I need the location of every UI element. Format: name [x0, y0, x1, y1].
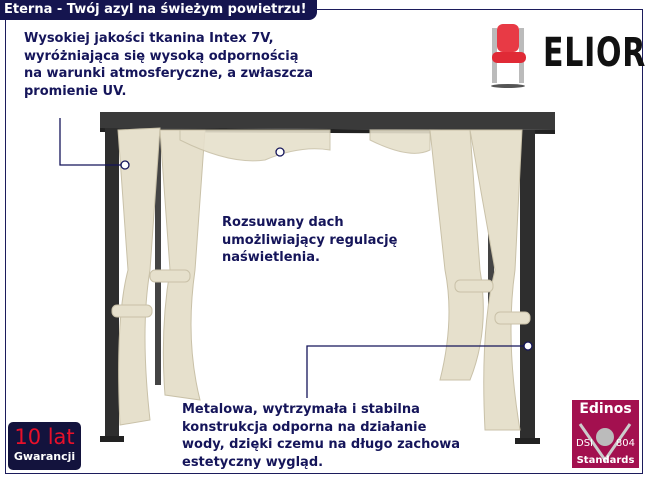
- frame: [5, 9, 643, 474]
- annotation-fabric: Wysokiej jakości tkanina Intex 7V, wyróż…: [24, 31, 314, 99]
- page-title: Eterna - Twój azyl na świeżym powietrzu!: [0, 0, 317, 20]
- certificate-v-icon: [578, 423, 632, 463]
- pergola-frame: [100, 112, 555, 444]
- brand-logo: ELIOR: [543, 30, 647, 76]
- warranty-years: 10 lat: [14, 425, 75, 449]
- certificate-badge: Edinos DSI 804 Standards: [572, 400, 639, 468]
- annotation-roof: Rozsuwany dach umożliwiający regulację n…: [222, 215, 398, 265]
- warranty-label: Gwarancji: [13, 450, 76, 463]
- callout-dot-fabric: [120, 160, 130, 170]
- certificate-left: DSI: [576, 438, 593, 449]
- certificate-bottom: Standards: [576, 455, 635, 466]
- callout-dot-construction: [523, 341, 533, 351]
- curtains: [111, 127, 531, 431]
- certificate-right: 804: [615, 438, 635, 449]
- annotation-construction: Metalowa, wytrzymała i stabilna konstruk…: [182, 402, 461, 470]
- callout-dot-roof: [275, 147, 285, 157]
- warranty-badge: 10 lat Gwarancji: [8, 422, 81, 470]
- callout-lines: [59, 118, 533, 398]
- certificate-name: Edinos: [579, 401, 632, 417]
- chair-logo-icon: [491, 24, 526, 88]
